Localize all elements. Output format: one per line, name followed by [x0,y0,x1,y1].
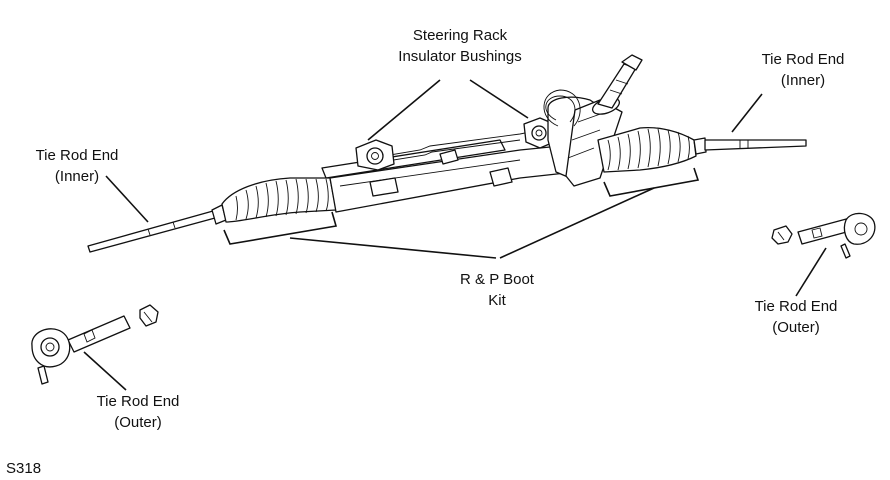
label-rack-bushings-line2: Insulator Bushings [398,48,521,65]
label-boot-kit-line1: R & P Boot [460,271,535,288]
label-tie-rod-outer-left-line2: (Outer) [114,414,162,431]
leader-lines [83,79,827,391]
rack-housing [321,129,576,213]
label-tie-rod-inner-right-line1: Tie Rod End [762,51,845,68]
left-insulator-bushing [355,139,395,171]
right-rack-boot [597,126,697,173]
label-tie-rod-outer-left-line1: Tie Rod End [97,393,180,410]
figure-code: S318 [6,460,41,477]
label-tie-rod-inner-left-line1: Tie Rod End [36,147,119,164]
labels: Steering Rack Insulator Bushings Tie Rod… [6,27,844,477]
right-jam-nut [771,225,793,245]
pinion-housing [543,54,643,187]
label-tie-rod-inner-right-line2: (Inner) [781,72,825,89]
right-outer-tie-rod-end [797,212,876,259]
left-outer-tie-rod-end [31,315,131,385]
label-tie-rod-outer-right-line2: (Outer) [772,319,820,336]
right-insulator-bushing [523,117,555,149]
label-boot-kit-line2: Kit [488,292,506,309]
label-tie-rod-outer-right-line1: Tie Rod End [755,298,838,315]
left-inner-tie-rod [87,204,227,253]
left-jam-nut [139,304,159,327]
left-rack-boot [221,177,337,223]
right-inner-tie-rod [693,137,807,155]
label-tie-rod-inner-left-line2: (Inner) [55,168,99,185]
label-rack-bushings-line1: Steering Rack [413,27,508,44]
